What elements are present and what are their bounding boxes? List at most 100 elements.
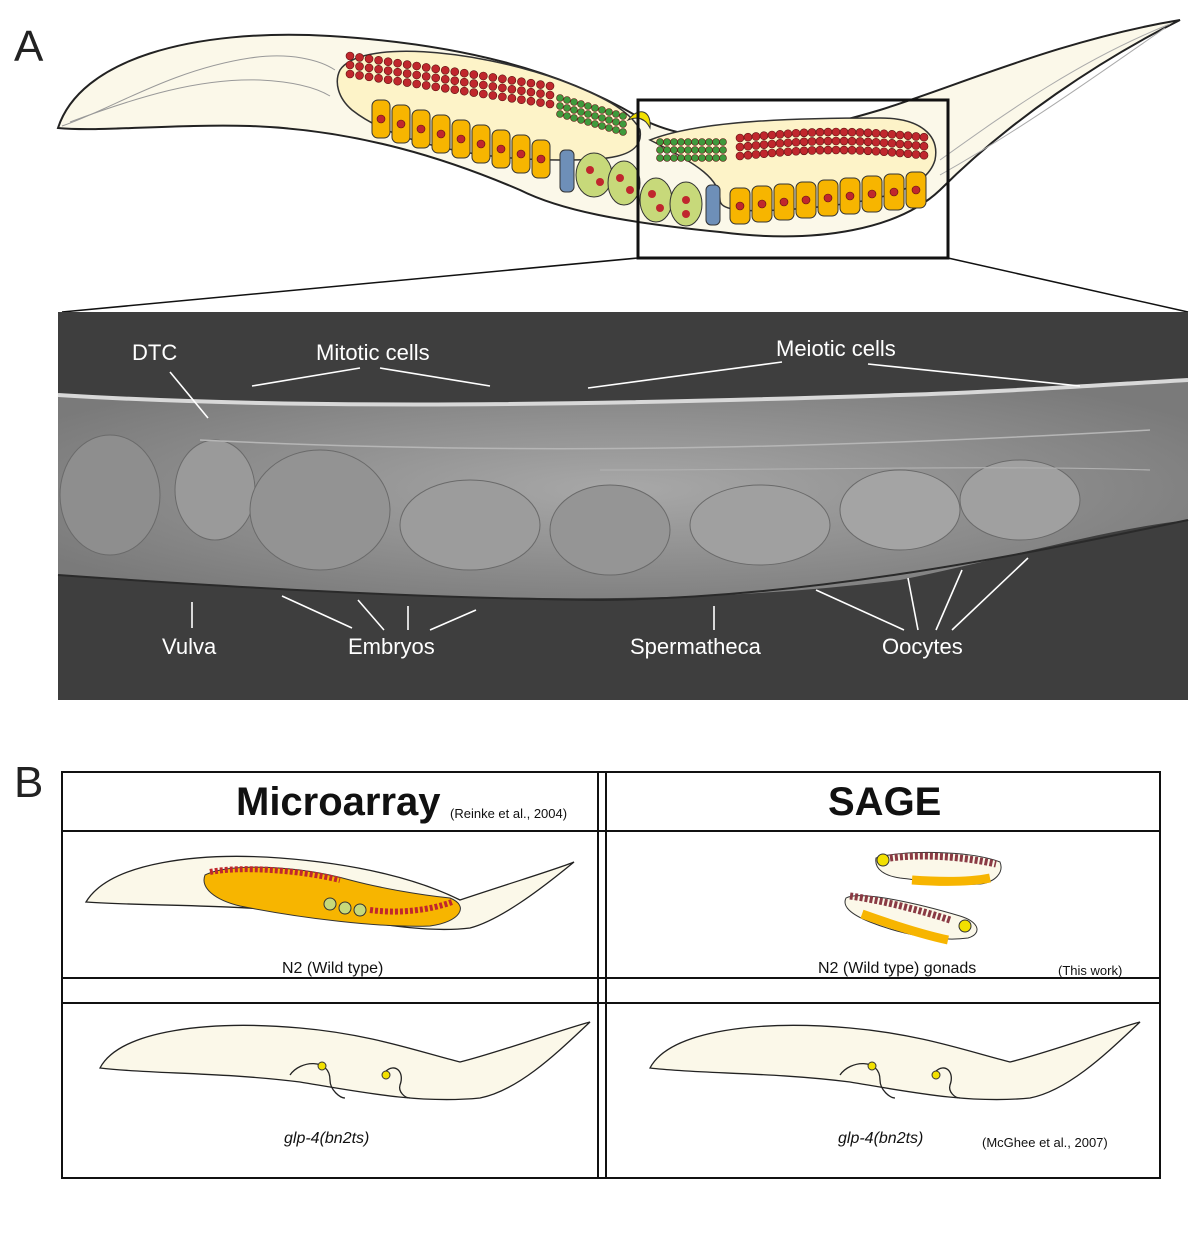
mitotic-cell — [783, 138, 793, 148]
mitotic-cell — [735, 151, 745, 161]
meiotic-cells-left — [556, 94, 627, 136]
label-embryos: Embryos — [348, 634, 435, 659]
mitotic-cell — [402, 78, 412, 87]
mitotic-cell — [743, 132, 753, 142]
mitotic-cell — [919, 150, 929, 160]
meiotic-cell — [691, 138, 699, 146]
oocytes-left — [371, 99, 551, 179]
mitotic-cell — [345, 60, 355, 70]
mitotic-cell — [526, 87, 536, 97]
mitotic-cell — [911, 132, 921, 141]
oocyte-nucleus — [496, 144, 506, 154]
meiotic-cell — [570, 106, 578, 114]
mitotic-cell — [855, 137, 865, 146]
meiotic-cell — [705, 138, 713, 146]
caption-n2-gonads: N2 (Wild type) gonads — [818, 960, 977, 977]
panel-b-letter: B — [14, 758, 44, 807]
mitotic-cell — [887, 139, 897, 148]
mitotic-cell — [517, 95, 526, 105]
mitotic-cell — [393, 58, 402, 68]
meiotic-cell — [656, 146, 664, 154]
meiotic-cell — [577, 100, 585, 108]
mitotic-cell — [775, 130, 785, 139]
mitotic-cell — [767, 139, 777, 149]
meiotic-cell — [698, 154, 706, 162]
mitotic-cell — [919, 132, 929, 142]
mitotic-cell — [479, 89, 488, 99]
mitotic-cell — [469, 79, 479, 88]
mitotic-cell — [735, 133, 745, 143]
caption-glp4-right: glp-4(bn2ts) — [838, 1130, 924, 1147]
meiotic-cell — [605, 124, 613, 132]
mitotic-cell — [526, 78, 536, 88]
meiotic-cell — [712, 138, 720, 146]
dic-micrograph — [57, 312, 1189, 700]
meiotic-cell — [563, 96, 571, 104]
meiotic-cell — [670, 138, 678, 146]
meiotic-cell — [705, 154, 713, 162]
mitotic-cell — [775, 139, 785, 148]
mitotic-cell — [879, 129, 889, 139]
meiotic-cell — [619, 128, 627, 136]
comparison-table — [61, 771, 1161, 1179]
oocyte-nucleus — [779, 197, 789, 207]
meiotic-cell — [577, 108, 585, 116]
mitotic-cell — [903, 131, 913, 141]
label-oocytes: Oocytes — [882, 634, 963, 659]
mitotic-cell — [895, 130, 905, 140]
meiotic-cell — [605, 108, 613, 116]
mitotic-cell — [431, 64, 441, 74]
mitotic-cell — [345, 69, 355, 79]
oocyte-nucleus — [376, 114, 386, 124]
meiotic-cell — [684, 154, 692, 162]
mitotic-cell — [440, 83, 450, 93]
glp4-worm-thumbnail-right — [648, 1021, 1141, 1101]
meiotic-cell — [556, 102, 564, 110]
mitotic-cell — [364, 63, 374, 73]
table-border — [61, 771, 1161, 979]
mitotic-cell — [751, 132, 761, 141]
mitotic-cell — [412, 79, 421, 89]
header-microarray-reference: (Reinke et al., 2004) — [450, 806, 568, 821]
mitotic-cell — [507, 93, 517, 103]
mitotic-cell — [743, 150, 753, 160]
mitotic-cell — [459, 68, 469, 78]
zoom-box — [636, 98, 950, 260]
mitotic-cell — [799, 128, 809, 138]
meiotic-cell — [598, 114, 606, 122]
meiotic-cell — [712, 154, 720, 162]
mitotic-cell — [440, 74, 450, 84]
mitotic-cell — [421, 81, 431, 90]
mitotic-cell — [412, 61, 421, 71]
mitotic-cell — [879, 138, 889, 148]
meiotic-cell — [677, 154, 685, 162]
mitotic-cell — [855, 146, 865, 155]
oocytes-right — [729, 171, 927, 225]
mitotic-cell — [815, 145, 825, 155]
mitotic-cell — [374, 64, 383, 74]
mitotic-cell — [815, 127, 825, 137]
meiotic-cell — [677, 138, 685, 146]
mitotic-cell — [751, 150, 761, 159]
mitotic-cell — [479, 80, 488, 90]
mitotic-cell — [847, 145, 857, 155]
mitotic-cell — [855, 128, 865, 137]
mitotic-cell — [469, 70, 479, 79]
mitotic-cell — [911, 141, 921, 150]
oocyte-nucleus — [889, 187, 899, 197]
mitotic-cell — [815, 136, 825, 146]
uterus-embryos — [559, 149, 721, 227]
mitotic-cell — [431, 73, 441, 83]
mitotic-cell — [545, 81, 555, 91]
mitotic-cell — [831, 136, 841, 146]
mitotic-cell — [783, 129, 793, 139]
mitotic-cell — [839, 145, 849, 155]
zoom-line-right — [947, 257, 1189, 313]
isolated-gonads-thumbnail — [844, 851, 1002, 945]
oocyte-nucleus — [823, 193, 833, 203]
mitotic-cell — [767, 130, 777, 140]
meiotic-cell — [591, 104, 599, 112]
caption-mcghee-reference: (McGhee et al., 2007) — [982, 1135, 1108, 1150]
mitotic-cell — [807, 146, 817, 155]
meiotic-cell — [705, 146, 713, 154]
